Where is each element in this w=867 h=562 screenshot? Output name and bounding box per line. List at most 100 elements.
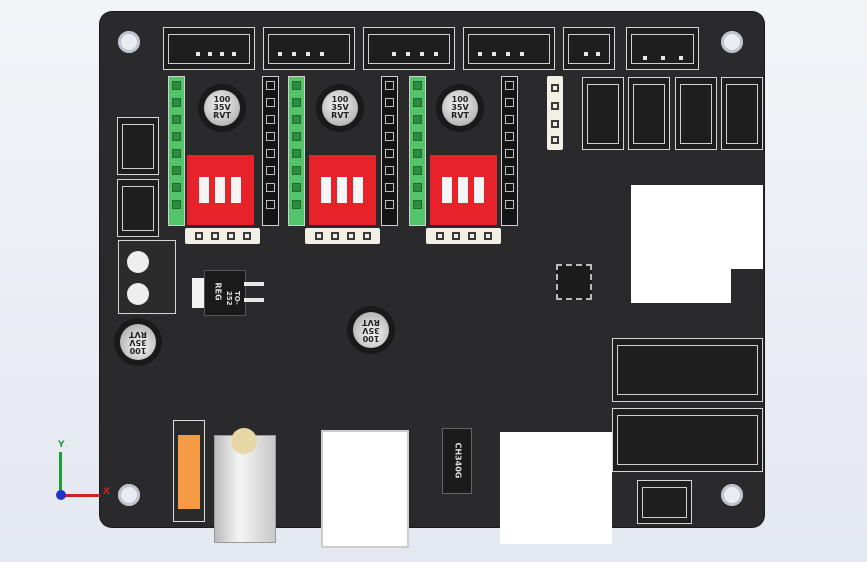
header-pin: [266, 132, 275, 141]
header-pin: [385, 115, 394, 124]
idc-header-1[interactable]: [612, 338, 763, 402]
dip-switch-3[interactable]: [430, 155, 497, 225]
header-pin: [292, 115, 301, 124]
cap5-brand: RVT: [362, 318, 380, 327]
header-pin: [385, 132, 394, 141]
header-pin: [413, 200, 422, 209]
top-connector-3pin[interactable]: [626, 27, 699, 70]
cap5-value: 100: [362, 334, 380, 343]
header-pin: [292, 183, 301, 192]
cap4-value: 100: [129, 346, 147, 355]
white-module-notch: [731, 269, 764, 304]
cap2-value: 100: [331, 95, 349, 104]
header-pin: [505, 98, 514, 107]
cap3-value: 100: [451, 95, 469, 104]
dc-barrel-jack[interactable]: [214, 428, 276, 543]
driver2-header-left[interactable]: [288, 76, 305, 226]
top-connector-1[interactable]: [163, 27, 255, 70]
header-pin: [172, 183, 181, 192]
header-pin: [266, 115, 275, 124]
header-pin: [385, 81, 394, 90]
header-pin: [385, 166, 394, 175]
axis-x-label: X: [103, 487, 110, 497]
cap2-voltage: 35V: [331, 103, 349, 112]
regulator-tab: [192, 278, 204, 308]
cap2-brand: RVT: [331, 111, 349, 120]
top-connector-2[interactable]: [263, 27, 355, 70]
header-pin: [413, 132, 422, 141]
driver2-header-right[interactable]: [381, 76, 398, 226]
header-pin: [266, 149, 275, 158]
header-pin: [172, 81, 181, 90]
usb-serial-chip: CH340G: [442, 428, 472, 494]
header-pin: [505, 81, 514, 90]
mount-hole-bottom-right: [721, 484, 743, 506]
right-connector-3[interactable]: [675, 77, 717, 150]
cap3-brand: RVT: [451, 111, 469, 120]
qfn-chip: [556, 264, 592, 300]
idc-header-2[interactable]: [612, 408, 763, 472]
fuse: [173, 420, 205, 522]
screw-terminal[interactable]: [118, 240, 176, 314]
header-pin: [385, 98, 394, 107]
driver1-header-left[interactable]: [168, 76, 185, 226]
cap4-brand: RVT: [129, 330, 147, 339]
driver3-header-left[interactable]: [409, 76, 426, 226]
header-pin: [385, 200, 394, 209]
header-pin: [266, 183, 275, 192]
header-pin: [292, 166, 301, 175]
driver1-header-right[interactable]: [262, 76, 279, 226]
jumper-strip-vertical[interactable]: [547, 76, 563, 150]
dip-switch-2[interactable]: [309, 155, 376, 225]
driver3-header-right[interactable]: [501, 76, 518, 226]
left-connector-2[interactable]: [117, 179, 159, 237]
dip-switch-1[interactable]: [187, 155, 254, 225]
header-pin: [413, 81, 422, 90]
header-pin: [172, 98, 181, 107]
left-connector-1[interactable]: [117, 117, 159, 175]
top-connector-3[interactable]: [363, 27, 455, 70]
regulator-package-label: TO-252: [225, 291, 241, 306]
cap3-voltage: 35V: [451, 103, 469, 112]
top-connector-small[interactable]: [563, 27, 615, 70]
header-pin: [413, 149, 422, 158]
header-pin: [266, 166, 275, 175]
header-pin: [505, 149, 514, 158]
cap4-voltage: 35V: [129, 338, 147, 347]
header-pin: [505, 132, 514, 141]
mount-hole-top-left: [118, 31, 140, 53]
regulator-leg-bottom: [244, 298, 264, 302]
right-connector-2[interactable]: [628, 77, 670, 150]
header-pin: [266, 98, 275, 107]
cap1-voltage: 35V: [213, 103, 231, 112]
right-connector-4[interactable]: [721, 77, 763, 150]
axis-triad: Y X: [50, 440, 110, 510]
cap5-voltage: 35V: [362, 326, 380, 335]
header-pin: [292, 98, 301, 107]
bottom-connector-2pin[interactable]: [637, 480, 692, 524]
cap1-value: 100: [213, 95, 231, 104]
right-connector-1[interactable]: [582, 77, 624, 150]
header-pin: [505, 200, 514, 209]
top-connector-4[interactable]: [463, 27, 555, 70]
usb-b-connector[interactable]: [321, 430, 409, 548]
header-pin: [505, 183, 514, 192]
header-pin: [172, 200, 181, 209]
header-pin: [413, 115, 422, 124]
header-pin: [172, 166, 181, 175]
regulator-leg-top: [244, 282, 264, 286]
mount-hole-bottom-left: [118, 484, 140, 506]
regulator-part-label: REG: [213, 282, 223, 301]
header-pin: [172, 115, 181, 124]
jumper-strip-1[interactable]: [185, 228, 260, 244]
axis-y-label: Y: [58, 440, 65, 450]
header-pin: [292, 149, 301, 158]
header-pin: [385, 149, 394, 158]
jumper-strip-2[interactable]: [305, 228, 380, 244]
jumper-strip-3[interactable]: [426, 228, 501, 244]
